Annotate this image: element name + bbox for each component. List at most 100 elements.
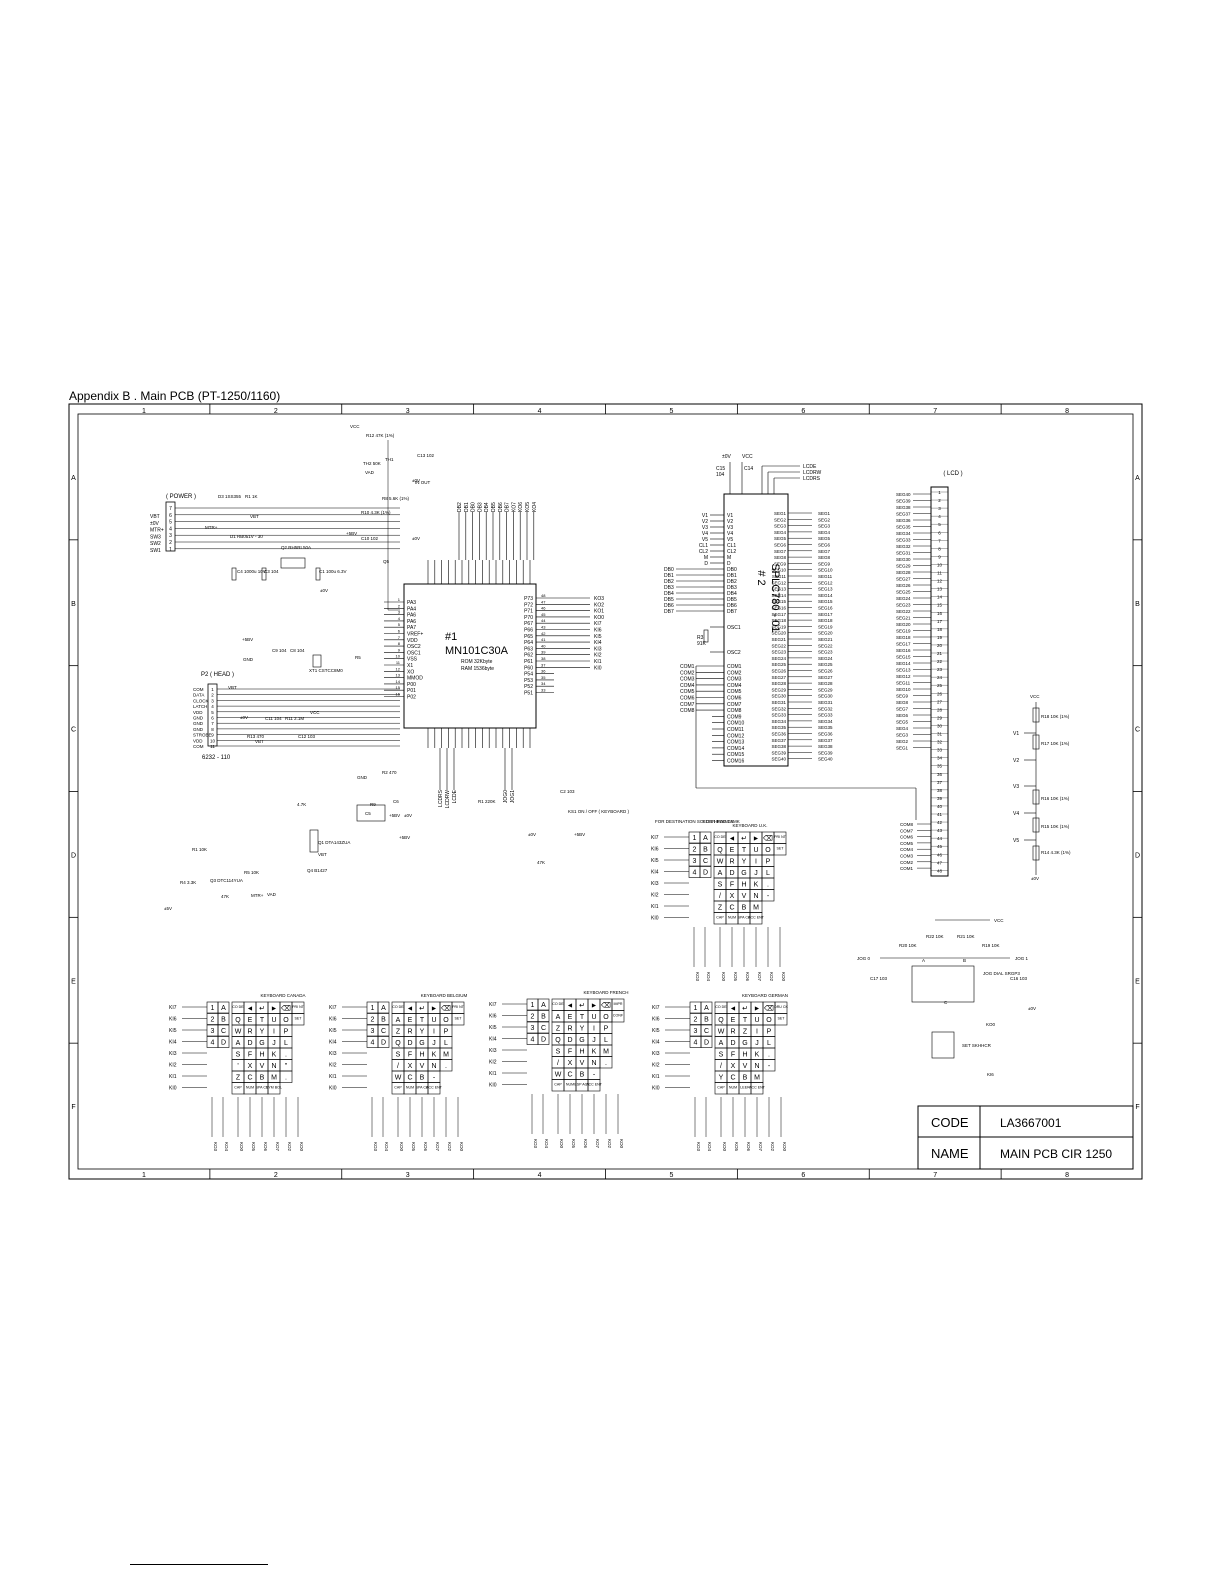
lcd-pin-num: 45 (937, 844, 943, 849)
lcd-seg-label: SEG31 (896, 551, 911, 556)
keyboard-key-text: CAP (717, 1086, 725, 1090)
head-part-label: VBT (228, 685, 237, 690)
jog-part-label: KO0 (986, 1022, 996, 1027)
column-label-bottom: 8 (1065, 1172, 1069, 1179)
head-pin-num: 5 (211, 710, 214, 715)
lcd-seg-label: SEG36 (896, 518, 911, 523)
com-net-label: COM4 (680, 683, 695, 689)
mcu-pin-name: P53 (524, 678, 533, 684)
name-value: MAIN PCB CIR 1250 (1000, 1147, 1112, 1161)
db-bus-label: DB4 (664, 591, 674, 597)
keyboard-key (279, 1070, 293, 1083)
keyboard-key-text: C (541, 1025, 546, 1032)
seg-pin-name: SEG11 (772, 574, 787, 579)
db-bus-label: DB1 (664, 573, 674, 579)
mcu-pin-num: 46 (541, 606, 546, 611)
seg-net-label: SEG18 (818, 618, 833, 623)
keyboard-key-text: ↵ (579, 1003, 585, 1010)
keyboard-key (217, 1013, 230, 1025)
mcu-net-label: KI6 (594, 628, 602, 634)
keyboard-ko-label: KO6 (745, 972, 750, 982)
mcu-pin-num: 44 (541, 618, 546, 623)
lcd-seg-label: SEG3 (896, 733, 909, 738)
jog-part-label: JOG DIAL SRGP3 (983, 971, 1020, 976)
keyboard-ko-label: KO7 (758, 1142, 763, 1152)
keyboard-key (427, 1082, 441, 1095)
lcd-ctrl-gnd: ±0V (722, 454, 732, 460)
keyboard-key-text: Q (235, 1017, 241, 1024)
keyboard-ko-label: KO7 (275, 1142, 280, 1152)
mcu-top-net-label: KO4 (532, 502, 538, 512)
column-label-top: 4 (538, 408, 542, 415)
mcu-net-label: KI5 (594, 634, 602, 640)
seg-net-label: SEG25 (818, 662, 833, 667)
keyboard-key-text: G (419, 1040, 424, 1047)
head-part-label: R11 2.1M (285, 716, 304, 721)
keyboard-key (773, 843, 787, 856)
seg-net-label: SEG23 (818, 650, 833, 655)
lcd-ctrl-pin-name: DB7 (727, 609, 737, 615)
com-pin-name: COM7 (727, 702, 742, 708)
lcd-pin-num: 17 (937, 619, 943, 624)
keyboard-key-text: K (755, 1052, 760, 1059)
mcu-pin-name: P51 (524, 691, 533, 697)
keyboard-key (217, 1024, 230, 1037)
lcd-ctrl-pin-name: CL2 (727, 549, 736, 555)
keyboard-key (537, 1021, 550, 1034)
keyboard-key-text: E (408, 1017, 413, 1024)
mcu-top-net-label: KO7 (511, 502, 517, 512)
keyboard-key-text: CO DE (715, 1005, 727, 1009)
keyboard-key (587, 1079, 601, 1092)
keyboard-key-text: R (567, 1026, 572, 1033)
keyboard-key-text: R (247, 1029, 252, 1036)
resistor-pair (309, 829, 319, 853)
seg-pin-name: SEG40 (771, 757, 786, 762)
row-label-left: B (71, 601, 76, 608)
seg-net-label: SEG32 (818, 706, 833, 711)
head-part: 6232 - 110 (202, 755, 231, 761)
row-label-right: E (1135, 978, 1140, 985)
row-label-left: A (71, 475, 76, 482)
keyboard-key-text: IMPR (614, 1002, 623, 1006)
mcu-bottom-net-label: LCDRS (438, 789, 444, 807)
mcu-pin-name: VDD (407, 638, 418, 644)
keyboard-key-text: CONF (613, 1014, 624, 1018)
seg-pin-name: SEG7 (774, 549, 787, 554)
seg-net-label: SEG14 (818, 593, 833, 598)
misc-part-label: C2 103 (560, 789, 575, 794)
mcu-pin-num: 1 (398, 597, 401, 602)
keyboard-key-text: X (731, 1063, 736, 1070)
mcu-top-net-label: DB5 (491, 502, 497, 512)
mcu-pin-num: 16 (396, 692, 401, 697)
keyboard-key-text: B (743, 1075, 748, 1082)
seg-net-label: SEG37 (818, 738, 833, 743)
keyboard-ko-label: KO2 (607, 1139, 612, 1149)
db-bus-label: DB2 (664, 579, 674, 585)
keyboard-key-text: CAP (394, 1086, 402, 1090)
keyboard-key-text: ↵ (259, 1006, 265, 1013)
keyboard-key-text: D (703, 870, 708, 877)
mcu-pin-num: 15 (396, 685, 401, 690)
keyboard-key-text: ACC ENT (586, 1083, 603, 1087)
mcu-bottom-net-label: LCDE (452, 789, 458, 803)
db-bus-label: DB7 (664, 609, 674, 615)
keyboard-ko-label: KO3 (533, 1139, 538, 1149)
column-label-top: 8 (1065, 408, 1069, 415)
keyboard-key-text: N (431, 1063, 436, 1070)
name-label: NAME (931, 1146, 969, 1161)
keyboard-ki-label: KI4 (651, 870, 659, 876)
row-label-right: D (1135, 852, 1140, 859)
osc-part-label: C8 104 (290, 648, 305, 653)
seg-net-label: SEG31 (818, 700, 833, 705)
mcu-pin-name: VREF+ (407, 632, 423, 638)
keyboard-key (700, 1036, 713, 1048)
lcd-ctrl-pin-name: M (727, 555, 731, 561)
power-connector (165, 501, 176, 552)
keyboard-key-text: " (285, 1063, 288, 1070)
seg-pin-name: SEG13 (771, 587, 786, 592)
row-label-left: F (71, 1104, 75, 1111)
keyboard-ki-label: KI4 (329, 1040, 337, 1046)
keyboard-key-text: W (395, 1075, 402, 1082)
jog-part-label: SET SKHHCR (962, 1043, 992, 1048)
misc-part-label: R2 470 (382, 770, 397, 775)
